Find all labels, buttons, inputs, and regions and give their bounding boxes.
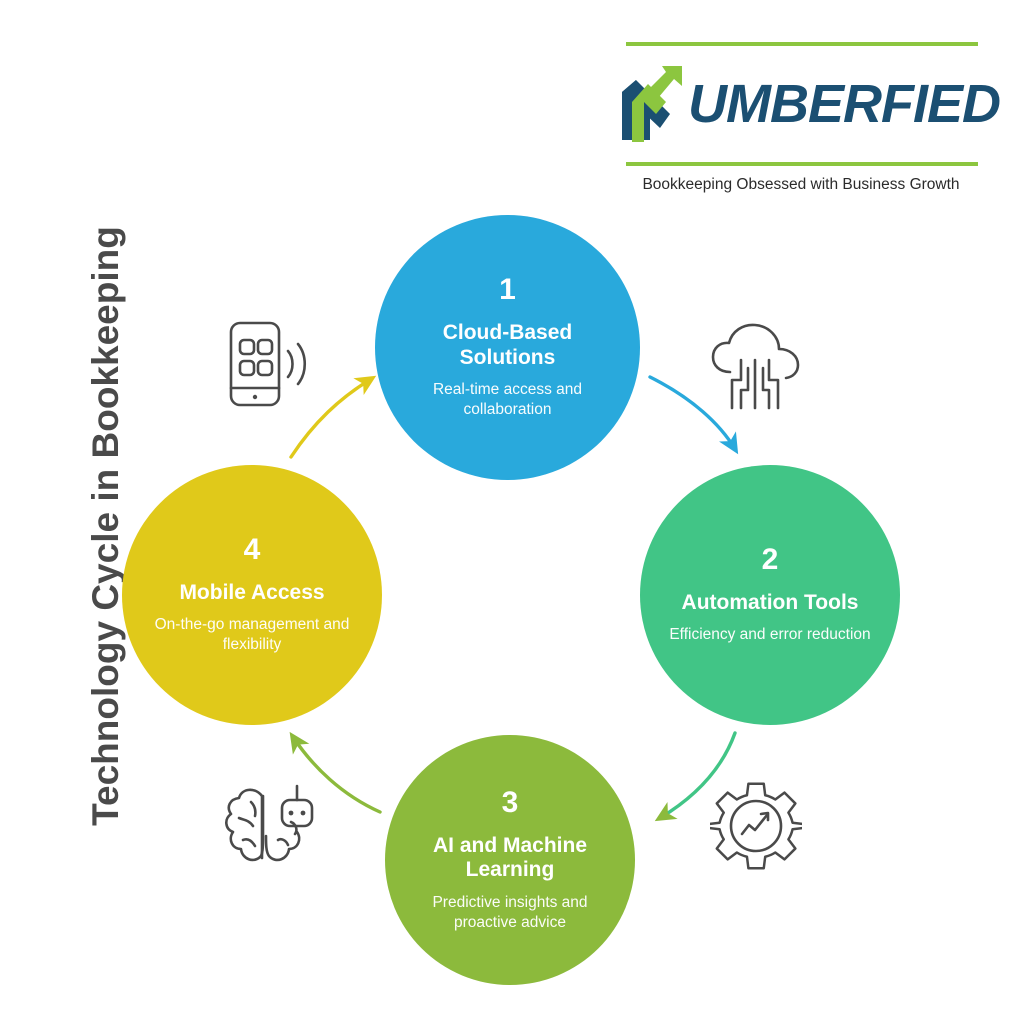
cycle-stage-4[interactable]: 4 Mobile Access On-the-go management and…: [122, 465, 382, 725]
logo-mark-row: UMBERFIED: [612, 58, 1001, 150]
stage-3-desc: Predictive insights and proactive advice: [432, 893, 588, 931]
cycle-stage-1[interactable]: 1 Cloud-Based Solutions Real-time access…: [375, 215, 640, 480]
cloud-circuit-icon: [711, 323, 800, 410]
cycle-stage-3[interactable]: 3 AI and Machine Learning Predictive ins…: [385, 735, 635, 985]
logo-tagline: Bookkeeping Obsessed with Business Growt…: [642, 176, 960, 193]
stage-4-desc: On-the-go management and flexibility: [154, 616, 350, 654]
stage-2-desc: Efficiency and error reduction: [669, 626, 871, 644]
stage-1-title: Cloud-Based Solutions: [442, 321, 573, 369]
logo-rule-top: [626, 42, 978, 46]
brain-robot-icon: [225, 784, 314, 862]
cycle-stage-2[interactable]: 2 Automation Tools Efficiency and error …: [640, 465, 900, 725]
stage-4-title: Mobile Access: [179, 580, 325, 604]
stage-3-title: AI and Machine Learning: [432, 833, 588, 882]
stage-3-number: 3: [501, 785, 519, 819]
page-title: Technology Cycle in Bookkeeping: [85, 226, 126, 826]
logo-wordmark: UMBERFIED: [688, 74, 1001, 134]
stage-2-title: Automation Tools: [681, 590, 859, 614]
mobile-signal-icon: [229, 321, 307, 407]
stage-2-number: 2: [761, 542, 779, 576]
stage-4-number: 4: [243, 532, 261, 566]
n-arrow-logo-icon: [622, 66, 682, 142]
logo-rule-bottom: [626, 162, 978, 166]
brand-logo: UMBERFIED Bookkeeping Obsessed with Busi…: [612, 36, 1001, 193]
stage-1-number: 1: [499, 273, 516, 307]
gear-chart-icon: [710, 782, 802, 870]
stage-1-desc: Real-time access and collaboration: [432, 381, 583, 419]
